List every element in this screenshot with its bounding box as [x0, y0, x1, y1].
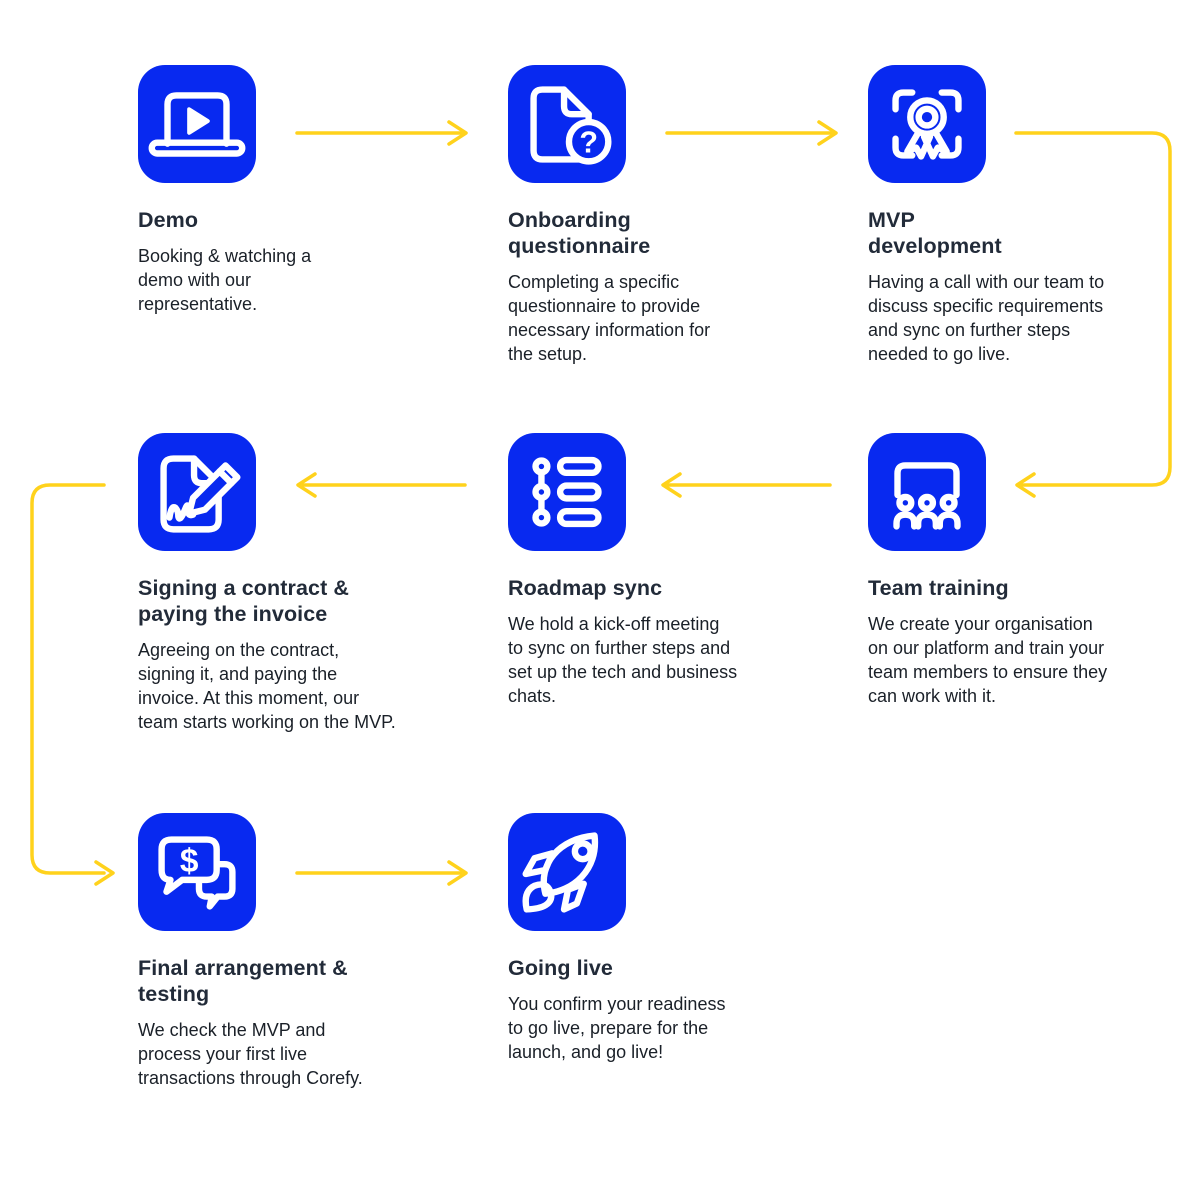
- step-description: We create your organisation on our platf…: [868, 614, 1108, 706]
- step-description: You confirm your readiness to go live, p…: [508, 994, 726, 1062]
- dollar-glyph: $: [180, 843, 199, 880]
- step-description: Agreeing on the contract, signing it, an…: [138, 640, 396, 732]
- step-description: Completing a specific questionnaire to p…: [508, 272, 711, 364]
- step-card-going-live: Going live You confirm your readiness to…: [508, 813, 810, 1064]
- step-description: Booking & watching a demo with our repre…: [138, 246, 312, 314]
- step-title: Final arrangement & testing: [138, 956, 348, 1006]
- laptop-play-icon: [138, 65, 256, 183]
- step-title: MVP development: [868, 208, 1002, 258]
- step-description: We hold a kick-off meeting to sync on fu…: [508, 614, 738, 706]
- step-card-onboarding-questionnaire: ? Onboarding questionnaire Completing a …: [508, 65, 810, 366]
- step-card-final-arrangement: $ Final arrangement & testing We check t…: [138, 813, 440, 1090]
- step-card-team-training: Team training We create your organisatio…: [868, 433, 1170, 708]
- connector-contract-to-final: [30, 483, 115, 886]
- step-title: Going live: [508, 956, 613, 980]
- step-card-demo: Demo Booking & watching a demo with our …: [138, 65, 440, 316]
- step-card-roadmap-sync: Roadmap sync We hold a kick-off meeting …: [508, 433, 810, 708]
- team-presentation-icon: [868, 433, 986, 551]
- rocket-icon: [508, 813, 626, 931]
- step-title: Signing a contract & paying the invoice: [138, 576, 350, 626]
- step-title: Onboarding questionnaire: [508, 208, 651, 258]
- document-question-icon: ?: [508, 65, 626, 183]
- step-card-mvp-development: MVP development Having a call with our t…: [868, 65, 1170, 366]
- award-frame-icon: [868, 65, 986, 183]
- question-glyph: ?: [579, 126, 598, 160]
- contract-signing-icon: [138, 433, 256, 551]
- step-title: Demo: [138, 208, 199, 232]
- chat-dollar-icon: $: [138, 813, 256, 931]
- step-title: Team training: [868, 576, 1009, 600]
- step-card-signing-contract: Signing a contract & paying the invoice …: [138, 433, 440, 734]
- step-title: Roadmap sync: [508, 576, 663, 600]
- step-description: We check the MVP and process your first …: [138, 1020, 363, 1088]
- roadmap-list-icon: [508, 433, 626, 551]
- step-description: Having a call with our team to discuss s…: [868, 272, 1105, 364]
